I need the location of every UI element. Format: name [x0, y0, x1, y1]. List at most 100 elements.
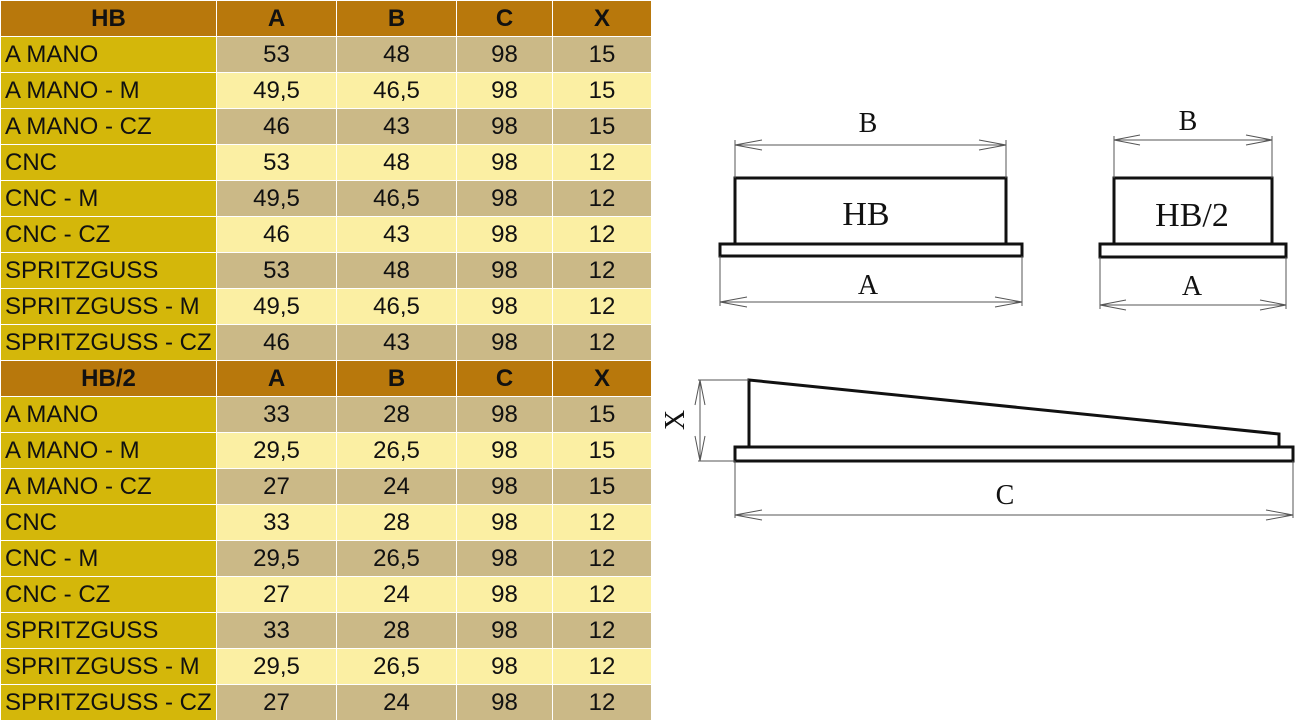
table-cell: 98 — [456, 144, 553, 181]
table-cell: 12 — [552, 576, 652, 613]
column-header: X — [552, 0, 652, 37]
column-header: C — [456, 0, 553, 37]
table-cell: 33 — [216, 396, 337, 433]
row-label: SPRITZGUSS — [0, 252, 217, 289]
row-label: A MANO - CZ — [0, 468, 217, 505]
table-cell: 27 — [216, 576, 337, 613]
table-cell: 48 — [336, 252, 457, 289]
table-cell: 27 — [216, 468, 337, 505]
table-cell: 12 — [552, 504, 652, 541]
row-label: CNC - M — [0, 540, 217, 577]
side-drawing — [694, 378, 1295, 521]
side-dim-x-label: X — [660, 410, 691, 430]
table-cell: 49,5 — [216, 180, 337, 217]
table-cell: 28 — [336, 396, 457, 433]
table-cell: 43 — [336, 324, 457, 361]
side-dim-c-label: C — [996, 480, 1015, 511]
table-cell: 24 — [336, 576, 457, 613]
table-cell: 98 — [456, 216, 553, 253]
table-cell: 12 — [552, 144, 652, 181]
table-cell: 49,5 — [216, 72, 337, 109]
hb2-label: HB/2 — [1155, 197, 1229, 234]
hb-dim-a-label: A — [858, 270, 879, 301]
table-cell: 26,5 — [336, 540, 457, 577]
table-cell: 49,5 — [216, 288, 337, 325]
table-cell: 43 — [336, 216, 457, 253]
column-header: C — [456, 360, 553, 397]
table-cell: 26,5 — [336, 432, 457, 469]
table-cell: 28 — [336, 612, 457, 649]
hb2-dim-b-label: B — [1179, 106, 1198, 137]
table-cell: 98 — [456, 324, 553, 361]
table-cell: 46,5 — [336, 288, 457, 325]
table-cell: 53 — [216, 252, 337, 289]
table-cell: 98 — [456, 396, 553, 433]
row-label: SPRITZGUSS — [0, 612, 217, 649]
table-cell: 15 — [552, 432, 652, 469]
table-cell: 29,5 — [216, 540, 337, 577]
table-cell: 98 — [456, 36, 553, 73]
table-cell: 26,5 — [336, 648, 457, 685]
column-header: B — [336, 360, 457, 397]
table-group-title: HB/2 — [0, 360, 217, 397]
table-cell: 98 — [456, 108, 553, 145]
table-cell: 98 — [456, 252, 553, 289]
column-header: X — [552, 360, 652, 397]
table-cell: 98 — [456, 684, 553, 721]
table-cell: 98 — [456, 468, 553, 505]
table-cell: 98 — [456, 648, 553, 685]
table-group-title: HB — [0, 0, 217, 37]
table-cell: 24 — [336, 468, 457, 505]
table-cell: 98 — [456, 576, 553, 613]
hb-dim-b-label: B — [859, 108, 878, 139]
row-label: SPRITZGUSS - M — [0, 648, 217, 685]
row-label: SPRITZGUSS - CZ — [0, 684, 217, 721]
row-label: A MANO - CZ — [0, 108, 217, 145]
table-cell: 12 — [552, 684, 652, 721]
table-cell: 98 — [456, 540, 553, 577]
row-label: A MANO — [0, 36, 217, 73]
table-cell: 48 — [336, 36, 457, 73]
row-label: A MANO - M — [0, 432, 217, 469]
row-label: SPRITZGUSS - M — [0, 288, 217, 325]
table-cell: 98 — [456, 432, 553, 469]
table-cell: 33 — [216, 612, 337, 649]
row-label: A MANO — [0, 396, 217, 433]
table-cell: 15 — [552, 396, 652, 433]
row-label: CNC - M — [0, 180, 217, 217]
row-label: CNC - CZ — [0, 216, 217, 253]
table-cell: 12 — [552, 180, 652, 217]
table-cell: 53 — [216, 144, 337, 181]
hb2-drawing — [1098, 134, 1288, 311]
table-cell: 12 — [552, 252, 652, 289]
table-cell: 33 — [216, 504, 337, 541]
hb-label: HB — [842, 196, 889, 233]
row-label: SPRITZGUSS - CZ — [0, 324, 217, 361]
table-cell: 24 — [336, 684, 457, 721]
table-cell: 46 — [216, 108, 337, 145]
hb-drawing — [718, 139, 1024, 308]
table-cell: 15 — [552, 72, 652, 109]
table-cell: 12 — [552, 540, 652, 577]
